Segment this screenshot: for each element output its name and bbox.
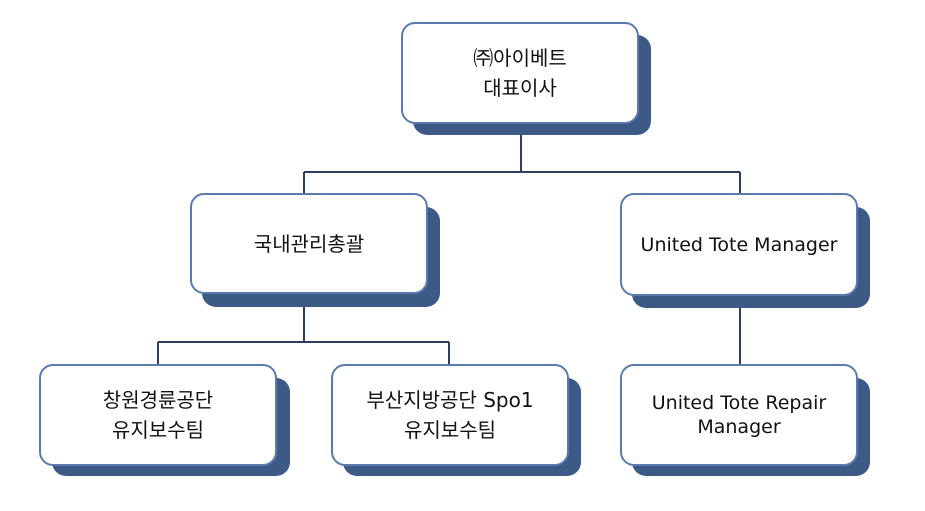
united-tote-manager-box: United Tote Manager: [620, 193, 858, 296]
ceo-box: ㈜아이베트 대표이사: [401, 22, 639, 124]
ceo-company-name: ㈜아이베트: [473, 46, 567, 70]
changwon-team-name: 유지보수팀: [112, 418, 204, 442]
united-tote-manager-label: United Tote Manager: [640, 233, 838, 256]
changwon-team-box: 창원경륜공단 유지보수팀: [39, 364, 277, 466]
united-tote-repair-box: United Tote Repair Manager: [620, 364, 858, 466]
united-tote-repair-line2: Manager: [697, 416, 781, 438]
changwon-org-name: 창원경륜공단: [102, 388, 214, 412]
united-tote-repair-line1: United Tote Repair: [651, 392, 827, 414]
busan-team-box: 부산지방공단 Spo1 유지보수팀: [331, 364, 569, 466]
ceo-title: 대표이사: [483, 76, 557, 100]
domestic-management-box: 국내관리총괄: [190, 193, 428, 294]
busan-org-name: 부산지방공단 Spo1: [366, 388, 534, 412]
busan-team-name: 유지보수팀: [404, 418, 496, 442]
domestic-management-label: 국내관리총괄: [253, 231, 365, 256]
